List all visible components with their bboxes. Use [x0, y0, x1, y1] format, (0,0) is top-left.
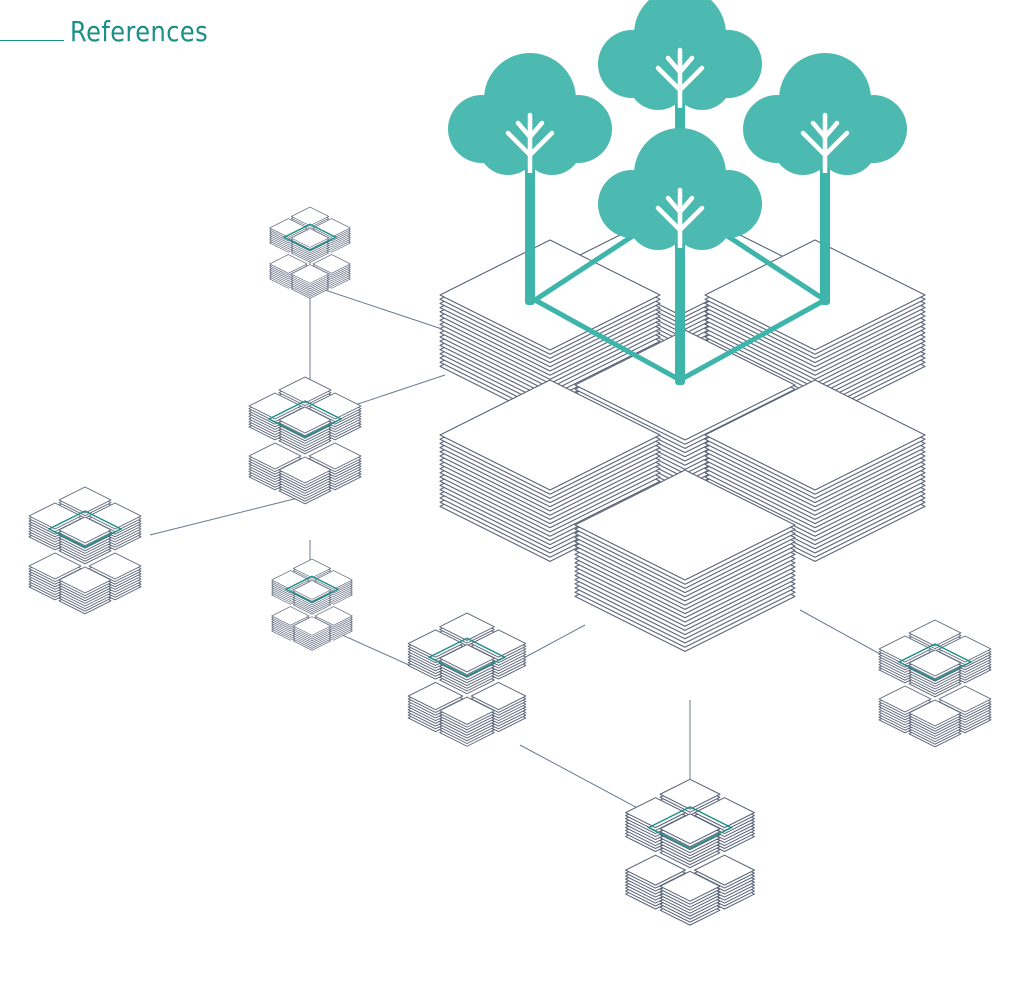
cluster-block: [439, 644, 495, 695]
section-title: References: [70, 15, 209, 48]
cluster-left-mid: [248, 376, 362, 505]
cluster-marker: [897, 643, 973, 681]
cluster-block: [58, 516, 112, 565]
header-rule: [0, 39, 64, 41]
cluster-lower-mid: [407, 612, 527, 747]
cluster-marker: [282, 223, 338, 252]
cluster-block: [908, 649, 962, 698]
cluster-bottom: [625, 778, 755, 926]
cluster-marker: [427, 637, 507, 677]
cluster-block: [278, 406, 332, 455]
cluster-marker: [647, 806, 733, 850]
cluster-block: [290, 228, 330, 263]
cluster-marker: [267, 400, 343, 438]
cluster-block: [269, 254, 308, 289]
cluster-right: [878, 619, 992, 748]
cluster-block: [58, 566, 112, 615]
cluster-block: [278, 456, 332, 505]
cluster-block: [312, 254, 351, 289]
stack-block: [439, 379, 661, 562]
cluster-far-left: [28, 486, 142, 615]
central-stack: [439, 204, 926, 652]
tree-back: [598, 0, 762, 210]
section-header: References: [0, 12, 231, 52]
connector-line: [309, 284, 446, 331]
cluster-marker: [47, 510, 123, 548]
tree-left: [448, 53, 612, 305]
tree-front: [598, 128, 762, 385]
cluster-mid-small: [271, 558, 353, 651]
cluster-block: [292, 580, 332, 615]
tree-right: [743, 53, 907, 305]
connector-line: [149, 494, 311, 536]
stack-block: [574, 469, 796, 652]
cluster-block: [290, 264, 330, 299]
cluster-block: [314, 606, 353, 641]
cluster-block: [292, 616, 332, 651]
cluster-block: [659, 813, 721, 869]
connector-line: [519, 624, 586, 661]
cluster-top-small: [269, 206, 351, 299]
cluster-block: [659, 870, 721, 926]
cluster-block: [271, 606, 310, 641]
trees-group: [448, 0, 907, 385]
cluster-block: [908, 699, 962, 748]
cluster-marker: [284, 575, 340, 604]
satellite-clusters: [28, 206, 992, 926]
cluster-block: [439, 696, 495, 747]
